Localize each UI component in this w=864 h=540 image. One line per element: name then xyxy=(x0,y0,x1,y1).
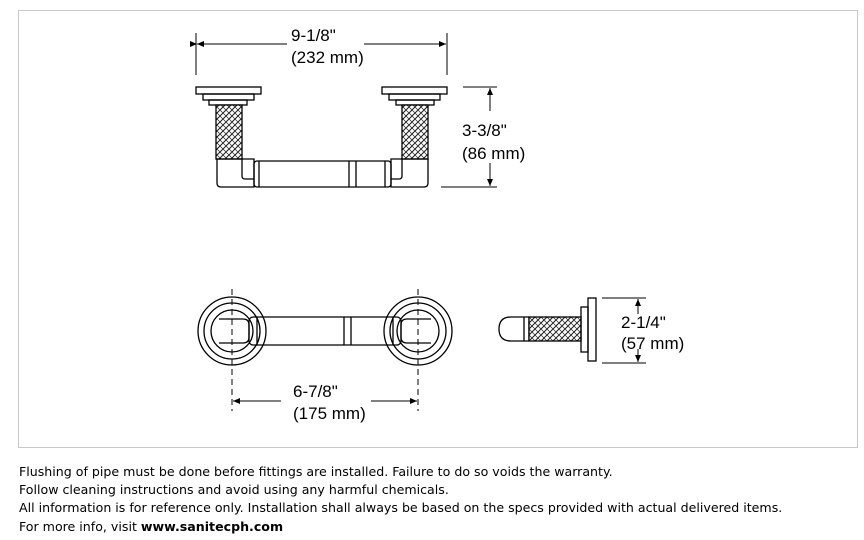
overall-width-metric: (232 mm) xyxy=(291,48,364,67)
note-reference: All information is for reference only. I… xyxy=(19,500,783,516)
note-flushing: Flushing of pipe must be done before fit… xyxy=(19,464,613,479)
post-spacing-imperial: 6-7/8" xyxy=(293,382,338,401)
website-link[interactable]: www.sanitecph.com xyxy=(140,518,284,534)
projection-imperial: 2-1/4" xyxy=(621,313,666,332)
projection-metric: (57 mm) xyxy=(621,334,684,353)
front-view xyxy=(190,33,497,188)
note-cleaning: Follow cleaning instructions and avoid u… xyxy=(19,482,449,498)
diagram-frame: 9-1/8" (232 mm) 3-3/8" (86 mm) 6-7/8" (1… xyxy=(18,10,858,448)
top-view xyxy=(197,289,453,411)
note-more-info: For more info, visit www.sanitecph.com xyxy=(19,518,859,536)
more-info-prefix: For more info, visit xyxy=(19,518,141,534)
notes-block: Flushing of pipe must be done before fit… xyxy=(19,463,859,536)
height-metric: (86 mm) xyxy=(462,144,525,163)
post-spacing-metric: (175 mm) xyxy=(293,404,366,423)
overall-width-imperial: 9-1/8" xyxy=(291,26,336,45)
side-view xyxy=(498,297,646,364)
height-imperial: 3-3/8" xyxy=(462,121,507,140)
dimension-drawing: 9-1/8" (232 mm) 3-3/8" (86 mm) 6-7/8" (1… xyxy=(190,26,684,423)
